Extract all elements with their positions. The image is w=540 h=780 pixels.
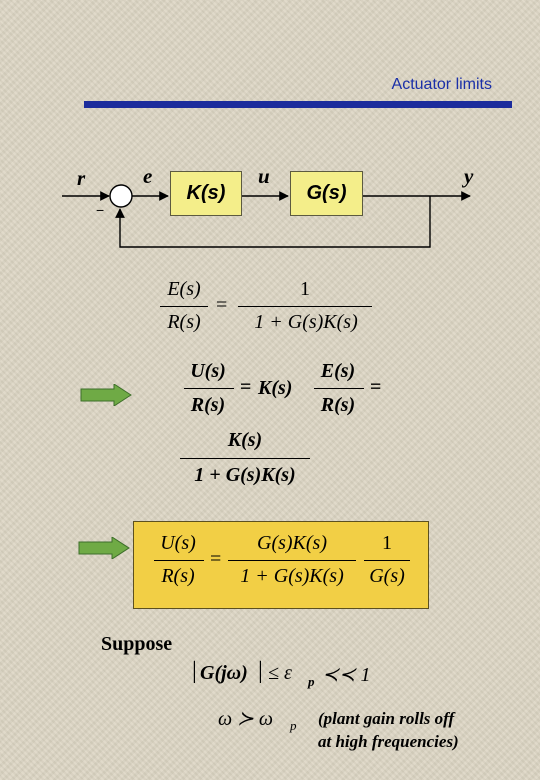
abs-bar-left: | (192, 658, 197, 684)
abs-bar-right: | (258, 658, 263, 684)
suppose-label: Suppose (101, 633, 173, 655)
block-diagram-wires (62, 184, 471, 248)
note-line-2: at high frequencies) (318, 732, 459, 751)
eq1-lhs-fraction-bar (160, 306, 208, 307)
block-diagram: r e u y − K(s) G(s) (0, 0, 540, 260)
cond1-tail: ≺≺ 1 (322, 664, 371, 686)
eq2-lhs-denominator: R(s) (190, 394, 226, 416)
eq2-mid-numerator: E(s) (320, 360, 356, 382)
equation-error-transfer: E(s) R(s) = 1 1 + G(s)K(s) (150, 278, 380, 338)
plant-block: G(s) (290, 171, 363, 216)
eq3-rhs2-fraction-bar (364, 560, 410, 561)
plant-gain-note: (plant gain rolls off at high frequencie… (318, 707, 459, 753)
feedback-sign: − (96, 202, 105, 218)
cond1-left: G(jω) (200, 662, 248, 684)
signal-u-label: u (258, 164, 270, 188)
eq1-equals: = (216, 294, 228, 316)
right-arrow-icon (80, 384, 132, 406)
cond1-right: ≤ ε (268, 662, 292, 684)
eq3-rhs2-denominator: G(s) (369, 565, 405, 587)
eq1-rhs-fraction-bar (238, 306, 372, 307)
condition-plant-gain: | G(jω) | ≤ ε p ≺≺ 1 (192, 658, 382, 692)
eq1-rhs-numerator: 1 (300, 278, 310, 300)
equation-control-transfer: U(s) R(s) = K(s) E(s) R(s) = K(s) 1 + G(… (180, 360, 400, 486)
eq3-rhs-denominator: 1 + G(s)K(s) (240, 565, 344, 587)
controller-block: K(s) (170, 171, 242, 216)
eq3-rhs-numerator: G(s)K(s) (257, 532, 327, 554)
eq1-rhs-denominator: 1 + G(s)K(s) (254, 311, 358, 333)
eq2-mid-fraction-bar (314, 388, 364, 389)
eq3-lhs-numerator: U(s) (160, 532, 196, 554)
eq2-equals: = (240, 376, 252, 398)
equation-result: U(s) R(s) = G(s)K(s) 1 + G(s)K(s) 1 G(s) (150, 532, 420, 592)
eq3-lhs-denominator: R(s) (161, 565, 195, 587)
summing-junction (109, 184, 133, 208)
eq2-lhs-numerator: U(s) (190, 360, 226, 382)
condition-frequency: ω ≻ ω p (218, 706, 318, 736)
cond1-subscript: p (308, 674, 315, 689)
right-arrow-icon (78, 537, 130, 559)
cond2-text: ω ≻ ω (218, 708, 273, 730)
slide-title: Actuator limits (391, 76, 492, 93)
eq3-equals: = (210, 548, 222, 570)
eq1-lhs-denominator: R(s) (167, 311, 201, 333)
signal-y-label: y (464, 164, 474, 188)
note-line-1: (plant gain rolls off (318, 709, 455, 728)
eq2-mid-denominator: R(s) (320, 394, 356, 416)
eq2-next-denominator: 1 + G(s)K(s) (194, 464, 296, 486)
eq3-rhs-fraction-bar (228, 560, 356, 561)
cond2-subscript: p (290, 718, 297, 733)
title-underline (84, 101, 512, 108)
eq2-next-fraction-bar (180, 458, 310, 459)
eq3-rhs2-numerator: 1 (382, 532, 392, 554)
signal-r-label: r (77, 166, 86, 190)
result-highlight-box (133, 521, 429, 609)
eq3-lhs-fraction-bar (154, 560, 204, 561)
eq1-lhs-numerator: E(s) (167, 278, 201, 300)
eq2-next-numerator: K(s) (227, 429, 263, 451)
eq2-lhs-fraction-bar (184, 388, 234, 389)
eq2-equals-2: = (370, 376, 382, 398)
signal-e-label: e (143, 164, 153, 188)
eq2-mid-factor: K(s) (258, 377, 293, 399)
